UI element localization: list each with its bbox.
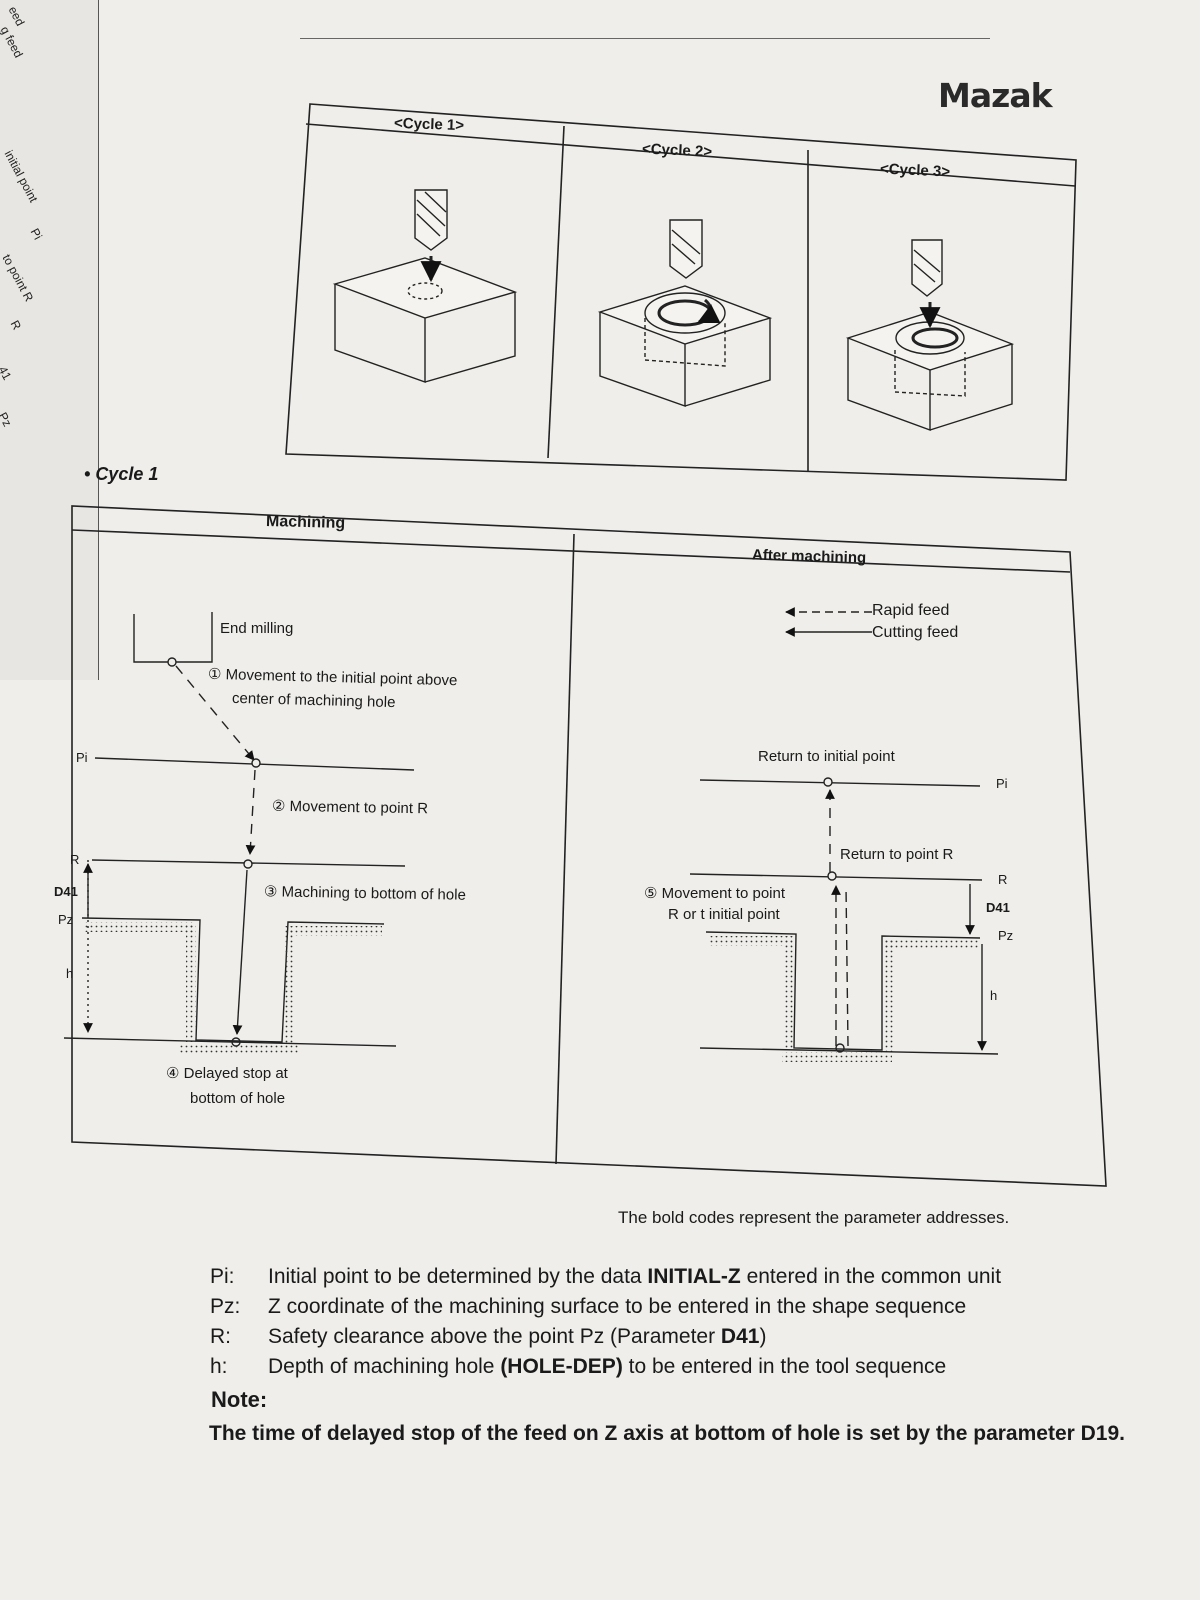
definition-row: h: Depth of machining hole (HOLE-DEP) to… [210, 1352, 1001, 1382]
end-milling-label: End milling [220, 620, 294, 637]
margin-note: Pi [27, 226, 46, 242]
pi-label-right: Pi [996, 776, 1008, 791]
cutting-feed-legend: Cutting feed [872, 624, 959, 641]
definition-key: Pi: [210, 1265, 235, 1288]
step-1-line1: ① Movement to the initial point above [207, 665, 458, 690]
d41-label-left: D41 [54, 884, 78, 899]
step-3-label: ③ Machining to bottom of hole [263, 883, 467, 904]
brand-logo: Mazak [938, 76, 1053, 115]
step-5-line1: ⑤ Movement to point [644, 885, 786, 902]
definition-key: Pz: [210, 1295, 241, 1318]
footnote: The bold codes represent the parameter a… [618, 1208, 1010, 1227]
header-rule [300, 38, 990, 39]
definition-text: Z coordinate of the machining surface to… [268, 1295, 967, 1318]
cycle2-drawing [597, 219, 773, 407]
previous-page-edge: eed g feed initial point Pi to point R R… [0, 0, 99, 680]
definitions-list: Pi: Initial point to be determined by th… [210, 1262, 1001, 1382]
return-initial-label: Return to initial point [758, 748, 895, 765]
margin-note: to point R [0, 252, 37, 304]
pz-label-right: Pz [998, 928, 1014, 943]
cycles-table [285, 103, 1077, 481]
section-title: • Cycle 1 [84, 464, 159, 484]
pi-label-left: Pi [76, 750, 88, 765]
cycle-diagrams [63, 103, 1107, 1187]
definition-row: Pi: Initial point to be determined by th… [210, 1262, 1001, 1292]
section-title-text: Cycle 1 [95, 464, 159, 484]
step-1-line2: center of machining hole [231, 689, 396, 712]
cycle-2-label: <Cycle 2> [641, 140, 713, 161]
definition-key: h: [210, 1355, 228, 1378]
note-title: Note: [211, 1387, 268, 1412]
machining-header: Machining [265, 512, 346, 533]
definition-row: Pz: Z coordinate of the machining surfac… [210, 1292, 1001, 1322]
definition-text: Safety clearance above the point Pz (Par… [268, 1325, 767, 1348]
r-label-right: R [998, 872, 1008, 887]
after-machining-diagram [689, 607, 999, 1062]
d41-label-right: D41 [986, 900, 1010, 915]
definition-row: R: Safety clearance above the point Pz (… [210, 1322, 1001, 1352]
margin-note: initial point [1, 148, 41, 205]
definition-text: Initial point to be determined by the da… [268, 1265, 1002, 1288]
margin-note: R [7, 318, 25, 333]
cycle1-drawing [332, 189, 518, 383]
step-5-line2: R or t initial point [668, 906, 780, 923]
definition-text: Depth of machining hole (HOLE-DEP) to be… [268, 1355, 947, 1378]
cycle-3-label: <Cycle 3> [879, 160, 951, 181]
cycle-1-label: <Cycle 1> [393, 114, 465, 135]
definition-key: R: [210, 1325, 231, 1348]
margin-note: 41 [0, 364, 15, 383]
rapid-feed-legend: Rapid feed [872, 602, 950, 619]
h-label-right: h [990, 988, 998, 1003]
pz-label-left: Pz [58, 912, 74, 927]
h-label-left: h [66, 966, 74, 981]
return-r-label: Return to point R [840, 846, 954, 863]
note-body: The time of delayed stop of the feed on … [209, 1422, 1126, 1445]
step-4-line1: ④ Delayed stop at [166, 1065, 288, 1082]
after-machining-header: After machining [751, 546, 867, 567]
margin-note: Pz [0, 410, 15, 429]
r-label-left: R [70, 852, 80, 867]
step-4-line2: bottom of hole [190, 1090, 286, 1107]
step-2-label: ② Movement to point R [271, 797, 429, 818]
margin-note: g feed [0, 24, 26, 61]
cycle3-drawing [845, 239, 1015, 432]
